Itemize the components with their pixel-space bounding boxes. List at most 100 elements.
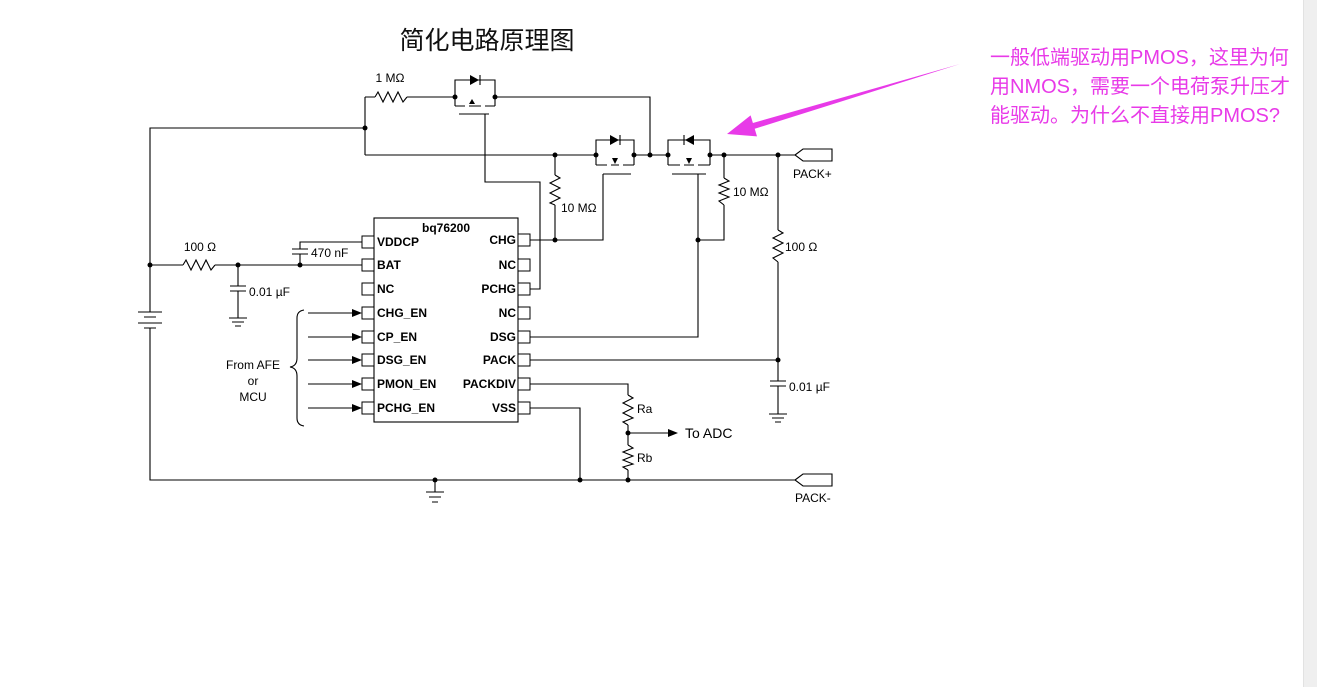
junction-dot <box>775 357 781 363</box>
junction-dot <box>362 125 368 131</box>
fet-leads <box>454 97 496 106</box>
junction-dot <box>707 152 713 158</box>
control-input-arrows <box>289 309 362 427</box>
capacitor-pack-filter <box>770 380 786 387</box>
vertical-scrollbar[interactable] <box>1303 0 1317 687</box>
arrow-pmon-en <box>352 380 362 388</box>
chip-pin-chg-en <box>361 306 375 320</box>
chip-pin-vss <box>517 401 531 415</box>
chip-pin-pchg-en <box>361 401 375 415</box>
precharge-pmos-fet <box>454 75 496 115</box>
junction-dot <box>492 94 498 100</box>
capacitor-bat-filter <box>230 285 246 292</box>
junction-dot <box>647 152 653 158</box>
pin-label-pchg: PCHG <box>481 282 516 296</box>
resistor-1m <box>374 90 408 104</box>
chip-pin-packdiv <box>517 377 531 391</box>
junction-dot <box>297 262 303 268</box>
junction-dot <box>432 477 438 483</box>
chip-pin-nc-right-1 <box>517 258 531 272</box>
chip-pin-bat <box>361 258 375 272</box>
chip-body <box>373 217 519 423</box>
battery-cell-symbol <box>138 311 162 329</box>
junction-dots <box>147 94 781 483</box>
resistor-100-bat <box>182 258 216 272</box>
wire-dsg-gate-resistor <box>698 155 725 241</box>
pin-label-pchg-en: PCHG_EN <box>377 401 435 415</box>
chip-pin-dsg <box>517 330 531 344</box>
pack-plus-terminal: PACK+ <box>793 148 833 181</box>
pin-label-cp-en: CP_EN <box>377 330 417 344</box>
junction-dot <box>695 237 701 243</box>
fet-body-arrow <box>612 158 618 164</box>
fet-body-diode-loop <box>667 139 711 155</box>
junction-dot <box>625 430 631 436</box>
junction-dot <box>147 262 153 268</box>
chip-pin-nc-left <box>361 282 375 296</box>
junction-dot <box>235 262 241 268</box>
pin-label-chg: CHG <box>489 233 516 247</box>
label-c-pack: 0.01 µF <box>789 380 830 394</box>
fet-body-diode-loop <box>595 139 635 155</box>
junction-dot <box>665 152 671 158</box>
junction-dot <box>577 477 583 483</box>
pin-label-bat: BAT <box>377 258 401 272</box>
fet-body-diode-triangle <box>685 135 694 145</box>
pack-minus-connector <box>794 473 833 487</box>
diagram-title: 简化电路原理图 <box>399 26 574 55</box>
bq76200-chip: bq76200 VDDCP BAT NC CHG_EN CP_EN DSG_EN… <box>361 217 531 423</box>
wire-precharge-fet-to-series <box>495 96 651 155</box>
wire-pchg-pin <box>484 114 541 290</box>
label-ra: Ra <box>637 402 653 416</box>
fet-body-arrow <box>686 158 692 164</box>
pack-minus-label: PACK- <box>795 491 831 505</box>
pin-label-pmon-en: PMON_EN <box>377 377 436 391</box>
annotation-line-1: 一般低端驱动用PMOS，这里为何 <box>990 46 1289 69</box>
label-input-source-2: or <box>248 374 259 388</box>
junction-dot <box>593 152 599 158</box>
fet-body-diode-loop <box>454 79 496 97</box>
label-r-dsg-gate: 10 MΩ <box>733 185 769 199</box>
wire-packdiv-divider <box>530 383 629 480</box>
wire-dsg-pin <box>530 174 699 338</box>
chip-pin-chg <box>517 233 531 247</box>
resistor-ra <box>621 394 635 426</box>
pin-label-packdiv: PACKDIV <box>463 377 516 391</box>
fet-body-arrow <box>469 99 475 104</box>
label-r-chg-gate: 10 MΩ <box>561 201 597 215</box>
label-to-adc: To ADC <box>685 425 732 441</box>
chip-pin-nc-right-2 <box>517 306 531 320</box>
wire-vss-pin <box>530 407 581 480</box>
junction-dot <box>552 237 558 243</box>
wire-vddcp-pin <box>299 241 362 249</box>
chip-pin-pchg <box>517 282 531 296</box>
chip-pin-pack <box>517 353 531 367</box>
resistor-10m-chg <box>548 174 562 206</box>
arrow-cp-en <box>352 333 362 341</box>
pin-label-nc-right-2: NC <box>499 306 517 320</box>
resistor-100-pack <box>771 229 785 263</box>
label-input-source-3: MCU <box>239 390 266 404</box>
junction-dot <box>631 152 637 158</box>
pin-label-nc-right-1: NC <box>499 258 517 272</box>
pack-plus-label: PACK+ <box>793 167 832 181</box>
chip-pin-pmon-en <box>361 377 375 391</box>
label-c-bat: 0.01 µF <box>249 285 290 299</box>
annotation-line-3: 能驱动。为什么不直接用PMOS? <box>990 104 1280 127</box>
chip-pin-dsg-en <box>361 353 375 367</box>
pin-label-chg-en: CHG_EN <box>377 306 427 320</box>
junction-dot <box>721 152 727 158</box>
adc-arrowhead <box>668 429 678 437</box>
wiring <box>149 96 795 492</box>
arrow-pchg-en <box>352 404 362 412</box>
ground-symbols <box>229 317 787 503</box>
wire-control-inputs <box>308 312 352 409</box>
pack-plus-connector <box>794 148 833 162</box>
junction-dot <box>452 94 458 100</box>
capacitor-470nf <box>292 248 308 255</box>
resistor-rb <box>621 444 635 471</box>
label-r-bat: 100 Ω <box>184 240 216 254</box>
pin-label-dsg: DSG <box>490 330 516 344</box>
junction-dot <box>775 152 781 158</box>
